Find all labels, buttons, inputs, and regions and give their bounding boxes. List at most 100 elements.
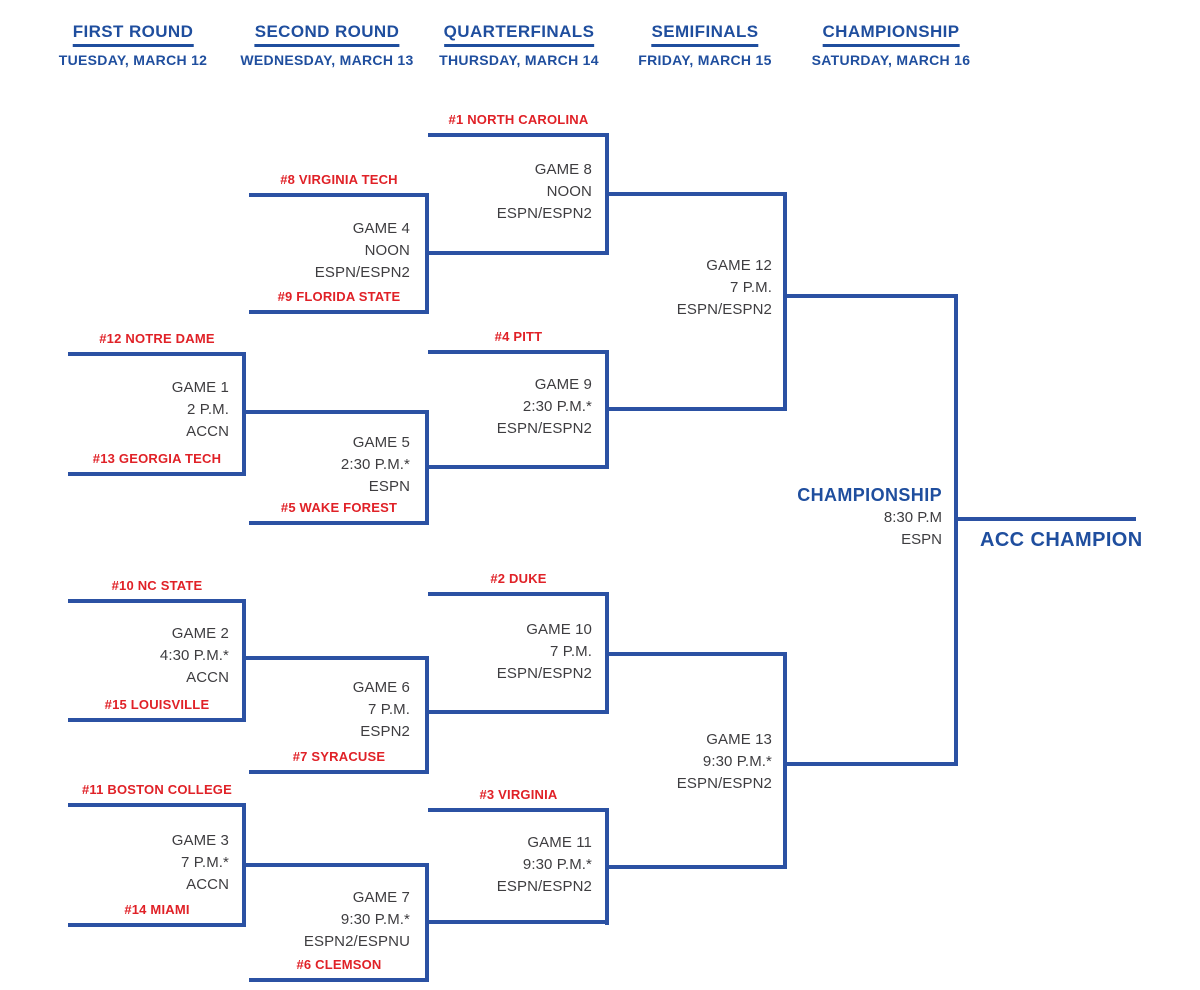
game-time: 7 P.M. xyxy=(367,701,410,718)
game-name: GAME 11 xyxy=(527,834,592,851)
round-header-championship: CHAMPIONSHIP SATURDAY, MARCH 16 xyxy=(812,22,971,68)
bracket-line-boston-college xyxy=(68,803,246,807)
game-time: 2:30 P.M.* xyxy=(340,456,410,473)
bracket-line-syracuse xyxy=(249,770,429,774)
team-label-wake-forest: #5 WAKE FOREST xyxy=(280,500,398,515)
advance-line-game-1 xyxy=(242,410,429,414)
connector-game-12 xyxy=(783,192,787,411)
team-label-notre-dame: #12 NOTRE DAME xyxy=(99,331,215,346)
game-info-10: GAME 10 7 P.M. ESPN/ESPN2 xyxy=(422,619,592,685)
game-time: 7 P.M. xyxy=(729,279,772,296)
bracket-line-notre-dame xyxy=(68,352,246,356)
game-info-3: GAME 3 7 P.M.* ACCN xyxy=(59,830,229,896)
game-name: GAME 1 xyxy=(171,379,229,396)
game-info-4: GAME 4 NOON ESPN/ESPN2 xyxy=(240,218,410,284)
game-network: ESPN/ESPN2 xyxy=(496,878,592,895)
game-info-2: GAME 2 4:30 P.M.* ACCN xyxy=(59,623,229,689)
game-name: GAME 6 xyxy=(352,679,410,696)
game-network: ESPN/ESPN2 xyxy=(496,665,592,682)
championship-info: CHAMPIONSHIP 8:30 P.M ESPN xyxy=(722,483,942,551)
advance-line-game-7 xyxy=(425,920,609,924)
advance-line-game-6 xyxy=(425,710,609,714)
bracket-line-miami xyxy=(68,923,246,927)
game-time: 9:30 P.M.* xyxy=(522,856,592,873)
team-label-north-carolina: #1 NORTH CAROLINA xyxy=(448,112,589,127)
team-label-florida-state: #9 FLORIDA STATE xyxy=(277,289,401,304)
game-time: NOON xyxy=(546,183,592,200)
round-title: SEMIFINALS xyxy=(651,22,759,47)
round-header-semifinals: SEMIFINALS FRIDAY, MARCH 15 xyxy=(638,22,771,68)
game-network: ESPN/ESPN2 xyxy=(676,301,772,318)
bracket-line-florida-state xyxy=(249,310,429,314)
connector-game-1 xyxy=(242,352,246,476)
game-network: ESPN/ESPN2 xyxy=(314,264,410,281)
advance-line-game-2 xyxy=(242,656,429,660)
game-time: 2 P.M. xyxy=(186,401,229,418)
game-time: NOON xyxy=(364,242,410,259)
game-name: GAME 13 xyxy=(706,731,772,748)
advance-line-game-8 xyxy=(605,192,787,196)
connector-championship xyxy=(954,294,958,766)
advance-line-game-10 xyxy=(605,652,787,656)
game-time: 7 P.M.* xyxy=(181,854,229,871)
team-label-miami: #14 MIAMI xyxy=(124,902,190,917)
round-date: THURSDAY, MARCH 14 xyxy=(439,52,599,68)
round-title: SECOND ROUND xyxy=(254,22,400,47)
team-label-georgia-tech: #13 GEORGIA TECH xyxy=(92,451,222,466)
bracket-line-pitt xyxy=(428,350,609,354)
game-network: ESPN2 xyxy=(360,723,410,740)
advance-line-game-5 xyxy=(425,465,609,469)
game-info-7: GAME 7 9:30 P.M.* ESPN2/ESPNU xyxy=(240,887,410,953)
advance-line-game-4 xyxy=(425,251,609,255)
round-date: FRIDAY, MARCH 15 xyxy=(638,52,772,68)
game-name: GAME 7 xyxy=(352,889,410,906)
round-header-quarterfinals: QUARTERFINALS THURSDAY, MARCH 14 xyxy=(439,22,599,68)
game-name: GAME 8 xyxy=(534,161,592,178)
game-info-1: GAME 1 2 P.M. ACCN xyxy=(59,377,229,443)
championship-time: 8:30 P.M xyxy=(883,509,942,526)
game-name: GAME 12 xyxy=(706,257,772,274)
team-label-virginia-tech: #8 VIRGINIA TECH xyxy=(280,172,398,187)
game-info-5: GAME 5 2:30 P.M.* ESPN xyxy=(240,432,410,498)
game-name: GAME 4 xyxy=(352,220,410,237)
game-name: GAME 9 xyxy=(534,376,592,393)
advance-line-game-13 xyxy=(783,762,958,766)
bracket-line-wake-forest xyxy=(249,521,429,525)
team-label-clemson: #6 CLEMSON xyxy=(296,957,382,972)
championship-network: ESPN xyxy=(901,531,942,548)
round-date: WEDNESDAY, MARCH 13 xyxy=(240,52,414,68)
game-network: ACCN xyxy=(186,876,229,893)
bracket-line-duke xyxy=(428,592,609,596)
game-info-9: GAME 9 2:30 P.M.* ESPN/ESPN2 xyxy=(422,374,592,440)
game-time: 9:30 P.M.* xyxy=(340,911,410,928)
game-name: GAME 10 xyxy=(526,621,592,638)
bracket-line-nc-state xyxy=(68,599,246,603)
game-network: ESPN/ESPN2 xyxy=(676,775,772,792)
game-network: ESPN/ESPN2 xyxy=(496,205,592,222)
advance-line-game-12 xyxy=(783,294,958,298)
game-network: ESPN xyxy=(368,478,410,495)
connector-game-6 xyxy=(425,656,429,774)
game-info-11: GAME 11 9:30 P.M.* ESPN/ESPN2 xyxy=(422,832,592,898)
round-date: TUESDAY, MARCH 12 xyxy=(58,52,208,68)
game-info-6: GAME 6 7 P.M. ESPN2 xyxy=(240,677,410,743)
round-title: CHAMPIONSHIP xyxy=(822,22,960,47)
game-info-12: GAME 12 7 P.M. ESPN/ESPN2 xyxy=(602,255,772,321)
acc-champion-label: ACC CHAMPION xyxy=(980,529,1143,551)
game-info-8: GAME 8 NOON ESPN/ESPN2 xyxy=(422,159,592,225)
team-label-virginia: #3 VIRGINIA xyxy=(479,787,558,802)
team-label-syracuse: #7 SYRACUSE xyxy=(292,749,386,764)
team-label-duke: #2 DUKE xyxy=(490,571,547,586)
advance-line-game-3 xyxy=(242,863,429,867)
game-name: GAME 2 xyxy=(171,625,229,642)
connector-game-13 xyxy=(783,652,787,869)
bracket-line-clemson xyxy=(249,978,429,982)
advance-line-game-9 xyxy=(605,407,787,411)
round-header-first-round: FIRST ROUND TUESDAY, MARCH 12 xyxy=(59,22,208,68)
round-date: SATURDAY, MARCH 16 xyxy=(811,52,971,68)
game-network: ACCN xyxy=(186,669,229,686)
game-network: ESPN2/ESPNU xyxy=(303,933,410,950)
championship-title: CHAMPIONSHIP xyxy=(797,485,942,505)
game-network: ACCN xyxy=(186,423,229,440)
